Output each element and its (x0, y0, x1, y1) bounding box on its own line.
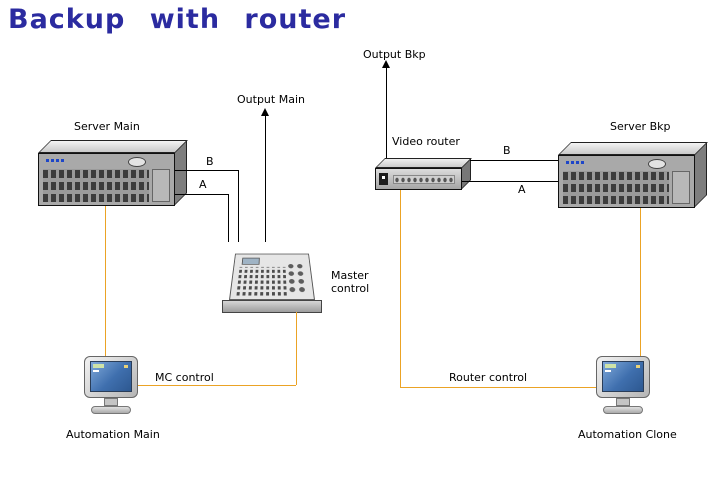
server-bkp-side-face (694, 142, 707, 208)
server-bkp-right-panel (672, 171, 690, 204)
server-main-front-face (38, 153, 175, 206)
video-router-grill (393, 175, 455, 184)
port-b-right-label: B (503, 144, 511, 157)
connector-b-left-vertical (238, 170, 239, 242)
output-bkp-arrowhead-icon (382, 60, 390, 68)
server-main-vents (43, 169, 149, 202)
server-bkp-vents (563, 171, 669, 204)
console-knobs (286, 262, 308, 296)
automation-clone-monitor-base (603, 406, 643, 414)
connector-a-left-horizontal (175, 194, 228, 195)
console-surface (229, 253, 315, 300)
port-a-left-label: A (199, 178, 207, 191)
automation-clone-label: Automation Clone (578, 428, 677, 441)
output-main-arrowhead-icon (261, 108, 269, 116)
port-a-right-label: A (518, 183, 526, 196)
video-router (375, 158, 472, 190)
server-bkp-power-button (648, 159, 666, 169)
console-base (222, 300, 322, 313)
server-bkp-top-face (558, 142, 708, 155)
automation-clone-monitor-screen (602, 361, 644, 392)
master-control-console (222, 240, 322, 314)
video-router-power-block (379, 173, 388, 185)
server-main-label: Server Main (74, 120, 140, 133)
server-main-top-face (38, 140, 188, 153)
server-main-right-panel (152, 169, 170, 202)
video-router-front-face (375, 168, 462, 190)
automation-main-label: Automation Main (66, 428, 160, 441)
server-bkp-label: Server Bkp (610, 120, 671, 133)
automation-main-computer (84, 356, 142, 418)
connector-b-right (470, 160, 558, 161)
control-line-server-bkp-to-automation (640, 208, 641, 356)
server-bkp (558, 142, 708, 208)
control-line-mc-horizontal (138, 385, 296, 386)
automation-clone-computer (596, 356, 654, 418)
control-line-mc-vertical (296, 312, 297, 385)
page-title: Backup with router (8, 4, 347, 35)
automation-main-monitor-neck (104, 398, 118, 406)
output-main-label: Output Main (237, 93, 305, 106)
server-main-power-button (128, 157, 146, 167)
server-bkp-front-face (558, 155, 695, 208)
control-line-router-horizontal (400, 387, 596, 388)
control-line-server-main-to-automation (105, 206, 106, 356)
output-bkp-label: Output Bkp (363, 48, 426, 61)
server-main-led-lights (46, 159, 64, 162)
connector-b-left-horizontal (175, 170, 238, 171)
server-bkp-led-lights (566, 161, 584, 164)
automation-clone-monitor-neck (616, 398, 630, 406)
port-b-left-label: B (206, 155, 214, 168)
router-control-label: Router control (449, 371, 528, 384)
connector-a-left-vertical (228, 194, 229, 242)
video-router-top-face (375, 158, 472, 168)
console-screen (241, 257, 260, 265)
control-line-router-vertical (400, 190, 401, 387)
master-control-label: Master control (331, 269, 370, 295)
output-bkp-line (386, 68, 387, 158)
automation-main-monitor-base (91, 406, 131, 414)
automation-clone-monitor-body (596, 356, 650, 398)
mc-control-label: MC control (155, 371, 214, 384)
automation-main-monitor-body (84, 356, 138, 398)
server-main-side-face (174, 140, 187, 206)
console-keys (236, 266, 288, 296)
connector-a-right (462, 181, 558, 182)
video-router-label: Video router (392, 135, 460, 148)
automation-main-monitor-screen (90, 361, 132, 392)
output-main-line (265, 116, 266, 242)
server-main (38, 140, 188, 206)
